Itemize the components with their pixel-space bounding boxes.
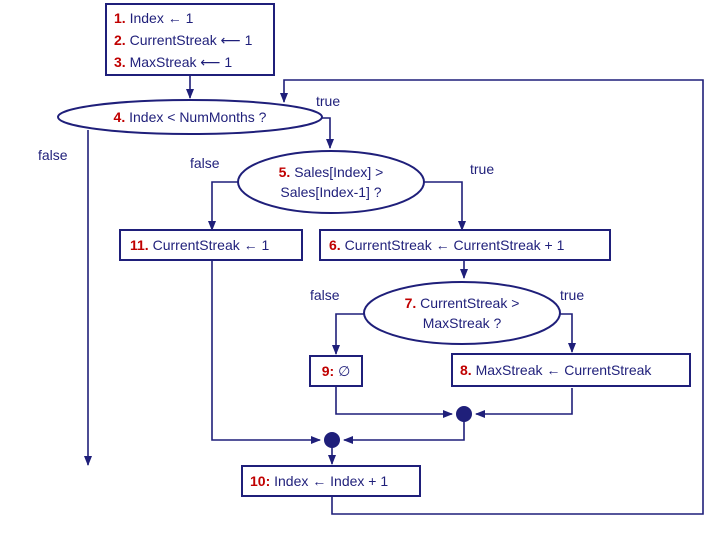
step-11: 11. CurrentStreak ← 1 [119,229,303,261]
init-box: 1. Index ← 1 2. CurrentStreak ⟵ 1 3. Max… [105,3,275,76]
decision-7-text-2: MaxStreak ? [423,315,502,331]
label-cond4-false: false [38,147,68,163]
init-line-3: 3. MaxStreak ⟵ 1 [114,54,232,70]
step-8: 8. MaxStreak ← CurrentStreak [451,353,691,387]
label-cond5-false: false [190,155,220,171]
label-cond5-true: true [470,161,494,177]
step-9: 9: ∅ [309,355,363,387]
junction-dot [324,432,340,448]
step-6: 6. CurrentStreak ← CurrentStreak + 1 [319,229,611,261]
step-11-text: 11. CurrentStreak ← 1 [130,237,270,253]
decision-4: 4. Index < NumMonths ? [57,99,323,135]
step-10-text: 10: Index ← Index + 1 [250,473,388,489]
label-cond7-false: false [310,287,340,303]
junction-dot [456,406,472,422]
step-6-text: 6. CurrentStreak ← CurrentStreak + 1 [329,237,565,253]
edge-cond4-true [322,117,334,149]
edge-step8-to-merge [475,388,573,418]
init-line-2: 2. CurrentStreak ⟵ 1 [114,32,253,48]
edge-cond5-false [208,181,238,231]
init-line-1: 1. Index ← 1 [114,10,194,26]
label-cond7-true: true [560,287,584,303]
step-10: 10: Index ← Index + 1 [241,465,421,497]
label-cond4-true: true [316,93,340,109]
decision-5-text: 5. Sales[Index] > [279,164,384,180]
edge-step11-to-merge2 [211,260,321,444]
edge-cond7-true [560,313,576,353]
decision-7: 7. CurrentStreak > MaxStreak ? [363,281,561,345]
decision-5-text-2: Sales[Index-1] ? [280,184,381,200]
edge-merge-to-merge2 [343,414,465,444]
step-9-text: 9: ∅ [322,363,351,379]
edge-cond7-false [332,313,364,355]
edges [84,75,704,515]
step-8-text: 8. MaxStreak ← CurrentStreak [460,362,652,378]
edge-loop-back [280,79,704,515]
decision-5: 5. Sales[Index] > Sales[Index-1] ? [237,150,425,214]
edge-step9-to-merge [335,386,453,418]
decision-4-text: 4. Index < NumMonths ? [114,109,267,125]
edge-cond5-true [424,181,466,231]
decision-7-text: 7. CurrentStreak > [405,295,520,311]
